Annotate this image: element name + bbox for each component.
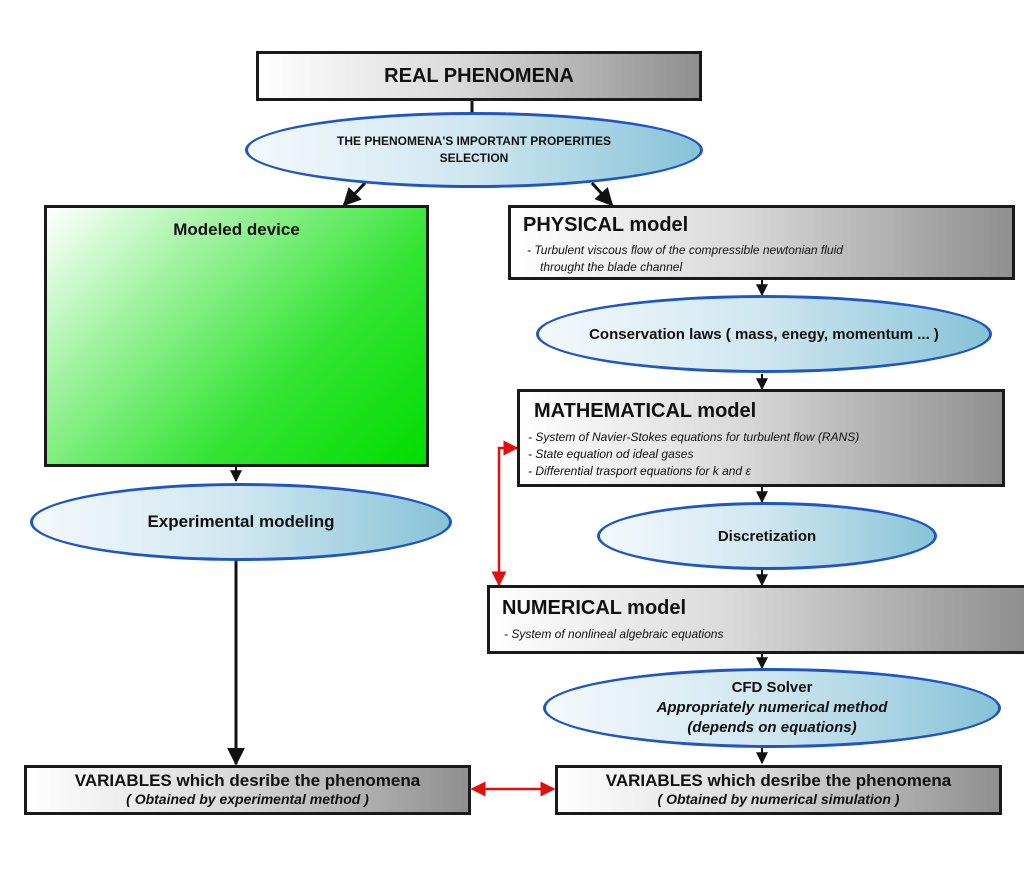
arrow-selection-to-physical: [590, 181, 614, 207]
physical-model-note-line2: throught the blade channel: [540, 260, 683, 274]
real-phenomena-box: REAL PHENOMENA: [256, 51, 702, 101]
variables-experimental-title: VARIABLES which desribe the phenomena: [74, 771, 421, 790]
arrow-math-numerical-feedback: [491, 440, 519, 587]
experimental-modeling-ellipse: Experimental modeling: [30, 483, 452, 561]
conservation-laws-label: Conservation laws ( mass, enegy, momentu…: [589, 325, 939, 343]
arrow-selection-to-device: [342, 181, 367, 207]
numerical-model-note: - System of nonlineal algebraic equation…: [504, 627, 724, 641]
variables-experimental-box: VARIABLES which desribe the phenomena ( …: [24, 765, 471, 815]
cfd-solver-ellipse: CFD Solver Appropriately numerical metho…: [543, 668, 1001, 748]
variables-experimental-subtitle: ( Obtained by experimental method ): [126, 791, 369, 807]
experimental-modeling-label: Experimental modeling: [147, 512, 335, 531]
physical-model-box: PHYSICAL model - Turbulent viscous flow …: [508, 205, 1015, 280]
conservation-laws-ellipse: Conservation laws ( mass, enegy, momentu…: [536, 295, 992, 373]
variables-numerical-title: VARIABLES which desribe the phenomena: [605, 771, 952, 790]
modeled-device-title: Modeled device: [173, 220, 300, 239]
variables-numerical-box: VARIABLES which desribe the phenomena ( …: [555, 765, 1002, 815]
discretization-label: Discretization: [717, 527, 817, 545]
numerical-model-box: NUMERICAL model - System of nonlineal al…: [487, 585, 1024, 654]
real-phenomena-title: REAL PHENOMENA: [384, 64, 574, 87]
cfd-solver-line2: Appropriately numerical method: [656, 699, 888, 716]
mathematical-model-title: MATHEMATICAL model: [534, 400, 757, 422]
modeled-device-box: Modeled device: [44, 205, 429, 467]
mathematical-model-box: MATHEMATICAL model - System of Navier-St…: [517, 389, 1005, 487]
physical-model-title: PHYSICAL model: [523, 214, 689, 236]
cfd-solver-line1: CFD Solver: [731, 679, 813, 696]
mathematical-model-item-3: - Differential trasport equations for k …: [528, 464, 751, 478]
mathematical-model-item-2: - State equation od ideal gases: [528, 447, 694, 461]
discretization-ellipse: Discretization: [597, 502, 937, 570]
physical-model-note-line1: - Turbulent viscous flow of the compress…: [527, 243, 843, 257]
numerical-model-title: NUMERICAL model: [502, 597, 687, 619]
selection-line1: THE PHENOMENA'S IMPORTANT PROPERITIES: [337, 134, 611, 148]
variables-numerical-subtitle: ( Obtained by numerical simulation ): [657, 791, 900, 807]
cfd-solver-line3: (depends on equations): [687, 719, 857, 736]
selection-line2: SELECTION: [439, 151, 509, 165]
properties-selection-ellipse: THE PHENOMENA'S IMPORTANT PROPERITIES SE…: [245, 112, 703, 188]
mathematical-model-item-1: - System of Navier-Stokes equations for …: [528, 430, 860, 444]
